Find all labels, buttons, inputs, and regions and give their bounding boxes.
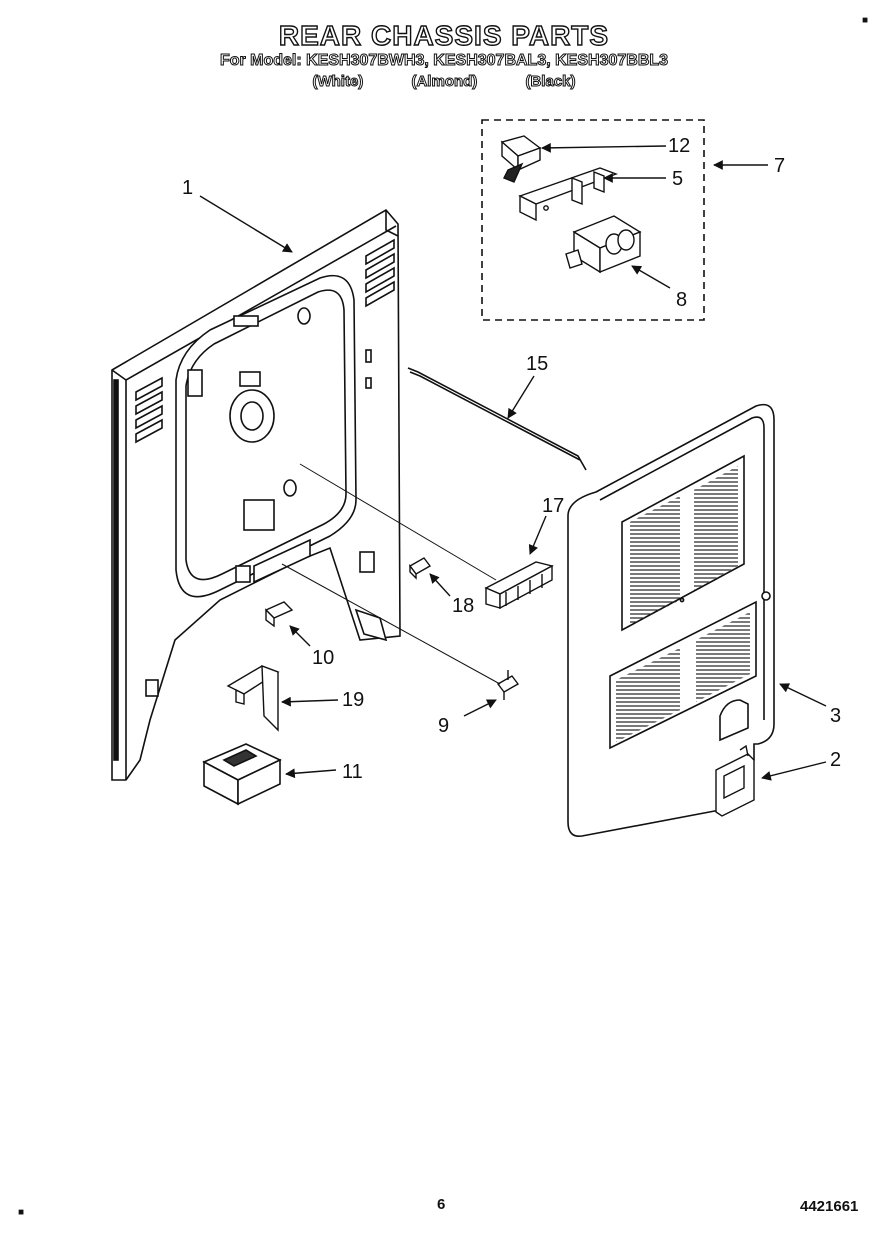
corner-mark-bottom-left: ■: [18, 1207, 25, 1218]
callout-3: 3: [830, 705, 841, 727]
part-10-clip: [264, 601, 294, 628]
part-1-rear-chassis-panel: [111, 208, 401, 781]
part-5-bracket: [518, 167, 618, 222]
callout-9: 9: [438, 715, 449, 737]
callout-2: 2: [830, 749, 841, 771]
part-9-terminal: [496, 670, 520, 700]
callout-1: 1: [182, 177, 193, 199]
part-15-rod: [407, 367, 587, 471]
color-variants: (White) (Almond) (Black): [0, 73, 888, 91]
part-11-module: [202, 743, 282, 806]
page-number: 6: [437, 1196, 446, 1213]
callout-17: 17: [542, 495, 564, 517]
callout-10: 10: [312, 647, 334, 669]
callout-7: 7: [774, 155, 785, 177]
leader-lines: [199, 142, 827, 781]
callout-12: 12: [668, 135, 690, 157]
part-2-cover-plate: [715, 744, 755, 817]
page-title: REAR CHASSIS PARTS: [278, 19, 610, 51]
color-almond: (Almond): [411, 73, 478, 91]
part-18-clip: [408, 557, 432, 580]
part-12-block: [500, 135, 542, 183]
color-black: (Black): [525, 73, 576, 91]
color-white: (White): [312, 73, 364, 91]
kit-group-box: [481, 119, 705, 321]
corner-mark-top-right: ■: [862, 15, 869, 26]
callout-15: 15: [526, 353, 548, 375]
part-19-bracket: [226, 664, 280, 732]
callout-11: 11: [342, 761, 363, 783]
part-8-relay: [565, 215, 642, 274]
callout-labels: 1 12 5 7 8 15 17 18 10 19 9 11 3 2: [182, 135, 841, 783]
callout-19: 19: [342, 689, 364, 711]
callout-8: 8: [676, 289, 687, 311]
part-17-connector: [484, 561, 554, 610]
callout-5: 5: [672, 168, 683, 190]
callout-18: 18: [452, 595, 474, 617]
document-number: 4421661: [800, 1198, 859, 1215]
part-3-access-panel: [567, 403, 775, 838]
model-subtitle: For Model: KESH307BWH3, KESH307BAL3, KES…: [219, 52, 669, 70]
